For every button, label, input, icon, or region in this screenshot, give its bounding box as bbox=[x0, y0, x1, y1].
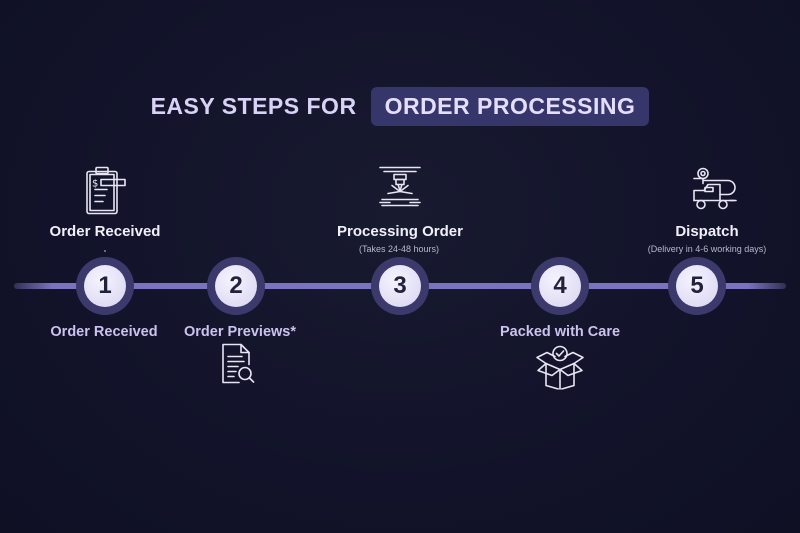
laser-machine-icon bbox=[376, 165, 424, 216]
delivery-truck-icon bbox=[690, 167, 740, 220]
step-2-marker: 2 bbox=[207, 257, 265, 315]
svg-text:$: $ bbox=[92, 179, 98, 190]
title-highlight: ORDER PROCESSING bbox=[370, 86, 650, 126]
step-5-subtext: (Delivery in 4-6 working days) bbox=[647, 244, 767, 254]
step-number: 4 bbox=[539, 265, 581, 307]
step-3-top-label: Processing Order bbox=[337, 223, 463, 240]
step-number: 5 bbox=[676, 265, 718, 307]
open-box-check-icon bbox=[534, 345, 586, 395]
step-5-marker: 5 bbox=[668, 257, 726, 315]
step-number: 2 bbox=[215, 265, 257, 307]
step-4-bottom-label: Packed with Care bbox=[499, 324, 621, 340]
step-2-bottom-label: Order Previews* bbox=[183, 324, 297, 340]
step-1-marker: 1 bbox=[76, 257, 134, 315]
title-prefix: EASY STEPS FOR bbox=[150, 92, 357, 119]
step-4-marker: 4 bbox=[531, 257, 589, 315]
step-3-subtext: (Takes 24-48 hours) bbox=[358, 244, 440, 254]
dot-marker bbox=[104, 250, 106, 252]
step-3-marker: 3 bbox=[371, 257, 429, 315]
step-5-top-label: Dispatch bbox=[675, 223, 739, 240]
step-1-top-label: Order Received bbox=[49, 223, 161, 240]
step-1-bottom-label: Order Received bbox=[50, 324, 158, 340]
page-title: EASY STEPS FOR ORDER PROCESSING bbox=[0, 86, 800, 126]
clipboard-invoice-icon: $ bbox=[83, 166, 129, 221]
step-number: 3 bbox=[379, 265, 421, 307]
document-search-icon bbox=[220, 343, 258, 390]
step-number: 1 bbox=[84, 265, 126, 307]
